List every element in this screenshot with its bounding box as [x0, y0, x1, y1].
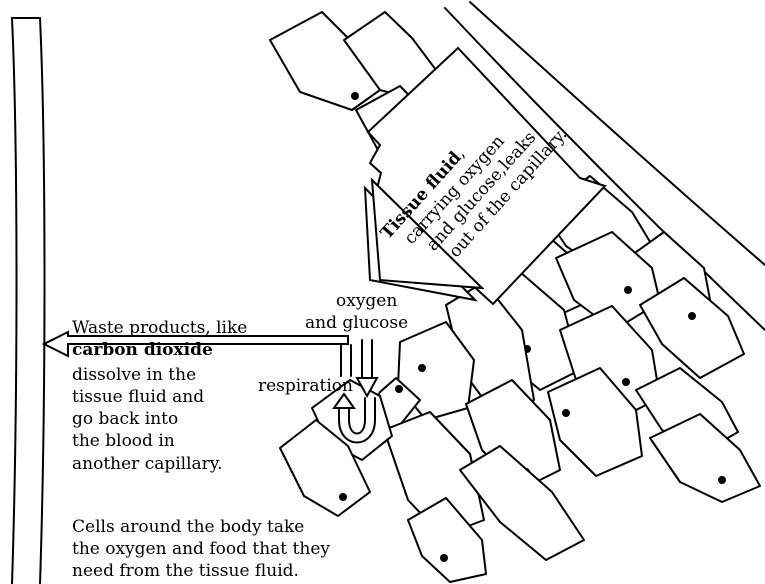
waste-line-4: tissue fluid and — [72, 387, 204, 407]
waste-line-5: go back into — [72, 409, 178, 429]
caption-line-1: Cells around the body take — [72, 517, 304, 537]
caption-line-3: need from the tissue fluid. — [72, 561, 299, 581]
left-capillary — [12, 18, 45, 584]
glucose-label: and glucose — [305, 313, 408, 333]
respiration-label: respiration — [258, 376, 353, 396]
waste-line-3: dissolve in the — [72, 365, 196, 385]
oxygen-label: oxygen — [336, 291, 397, 311]
waste-line-7: another capillary. — [72, 454, 223, 474]
waste-line-6: the blood in — [72, 431, 175, 451]
waste-line-2: carbon dioxide — [72, 340, 213, 360]
caption-line-2: the oxygen and food that they — [72, 539, 330, 559]
waste-line-1: Waste products, like — [72, 318, 247, 338]
